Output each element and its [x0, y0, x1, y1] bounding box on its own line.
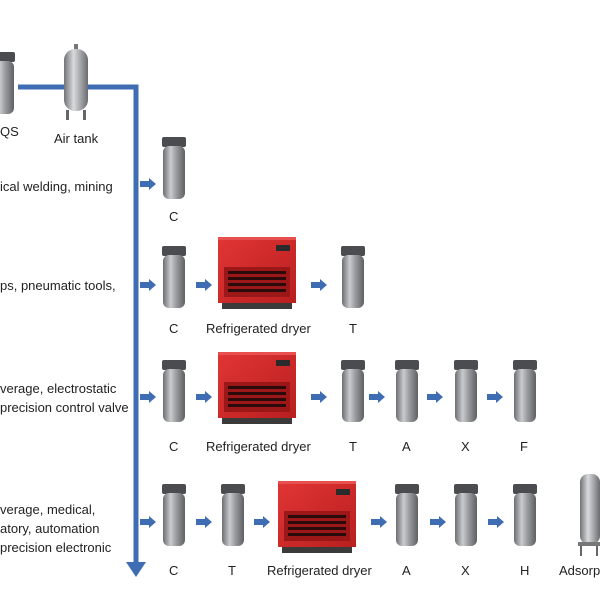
filter-c-icon	[162, 246, 186, 308]
air-tank-label: Air tank	[54, 131, 99, 146]
row-3-label-x: X	[461, 439, 470, 454]
filter-t-icon	[221, 484, 245, 546]
arrow-icon	[311, 279, 327, 291]
filter-a-icon	[395, 360, 419, 422]
row-3-label-t: T	[349, 439, 357, 454]
qs-filter-icon	[0, 52, 15, 114]
row-3-label-a: A	[402, 439, 411, 454]
arrow-icon	[196, 516, 212, 528]
refrigerated-dryer-icon	[218, 352, 296, 424]
row-2-label-dryer: Refrigerated dryer	[206, 321, 311, 336]
arrow-icon	[487, 391, 503, 403]
arrow-icon	[369, 391, 385, 403]
filter-x-icon	[454, 360, 478, 422]
row-4-label-h: H	[520, 563, 530, 578]
arrow-icon	[311, 391, 327, 403]
refrigerated-dryer-icon	[218, 237, 296, 309]
row-1-desc-line: ical welding, mining	[0, 179, 113, 194]
filter-h-icon	[513, 484, 537, 546]
filter-t-icon	[341, 360, 365, 422]
row-2-description: ps, pneumatic tools,	[0, 276, 116, 295]
row-3-desc-line: precision control valve	[0, 400, 129, 415]
row-3-description: verage, electrostatic precision control …	[0, 379, 129, 417]
refrigerated-dryer-icon	[278, 481, 356, 553]
arrow-icon	[430, 516, 446, 528]
row-3-label-f: F	[520, 439, 528, 454]
row-3-label-dryer: Refrigerated dryer	[206, 439, 311, 454]
row-2-label-c: C	[169, 321, 179, 336]
row-4-label-c: C	[169, 563, 179, 578]
arrow-icon	[427, 391, 443, 403]
row-3-desc-line: verage, electrostatic	[0, 381, 117, 396]
arrow-icon	[196, 391, 212, 403]
row-4-description: verage, medical, atory, automation preci…	[0, 500, 111, 557]
row-2-desc-line: ps, pneumatic tools,	[0, 278, 116, 293]
adsorption-dryer-icon	[578, 474, 600, 556]
row-4-desc-line: precision electronic	[0, 540, 112, 555]
row-4-label-t: T	[228, 563, 236, 578]
arrow-icon	[371, 516, 387, 528]
qs-label: QS	[0, 124, 19, 139]
arrow-icon	[488, 516, 504, 528]
filter-f-icon	[513, 360, 537, 422]
filter-c-icon	[162, 360, 186, 422]
row-4-label-adsorp: Adsorp	[559, 563, 600, 578]
row-4-desc-line: atory, automation	[0, 521, 100, 536]
arrow-icon	[140, 178, 156, 190]
filter-a-icon	[395, 484, 419, 546]
row-4-label-a: A	[402, 563, 411, 578]
row-4-label-x: X	[461, 563, 470, 578]
arrow-icon	[140, 391, 156, 403]
row-1-description: ical welding, mining	[0, 177, 113, 196]
row-1-label-c: C	[169, 209, 179, 224]
filter-x-icon	[454, 484, 478, 546]
row-4-label-dryer: Refrigerated dryer	[267, 563, 372, 578]
row-3-label-c: C	[169, 439, 179, 454]
arrow-icon	[140, 516, 156, 528]
filter-c-icon	[162, 137, 186, 199]
arrow-icon	[196, 279, 212, 291]
filter-c-icon	[162, 484, 186, 546]
row-2-label-t: T	[349, 321, 357, 336]
air-tank-icon	[64, 44, 88, 120]
row-4-desc-line: verage, medical,	[0, 502, 96, 517]
arrow-icon	[254, 516, 270, 528]
arrow-icon	[140, 279, 156, 291]
filter-t-icon	[341, 246, 365, 308]
